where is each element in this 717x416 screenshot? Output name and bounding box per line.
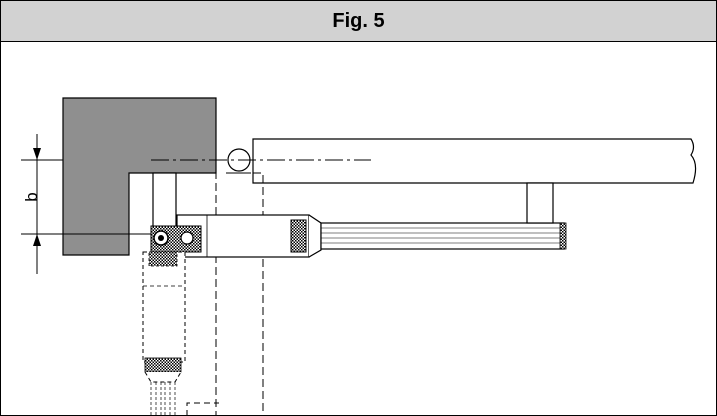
operator-piston <box>320 222 565 250</box>
figure-title: Fig. 5 <box>332 9 385 32</box>
bracket-plate <box>152 172 177 234</box>
operator-open-motor-end <box>144 357 182 373</box>
pivot-pin-right <box>180 231 194 245</box>
figure-title-bar: Fig. 5 <box>1 1 716 42</box>
operator-open-body <box>142 251 186 363</box>
piston-end-cap <box>559 222 567 250</box>
dimension-label-b: b <box>22 192 41 201</box>
wall-block <box>62 97 217 256</box>
dimension-arrow-top <box>33 148 41 160</box>
operator-motor-end <box>290 219 307 253</box>
operator-open-piston <box>150 382 176 415</box>
gate-leaf <box>252 138 697 184</box>
gate-bracket <box>526 182 554 224</box>
technical-drawing: b <box>21 97 697 415</box>
dimension-arrow-bottom <box>33 234 41 246</box>
